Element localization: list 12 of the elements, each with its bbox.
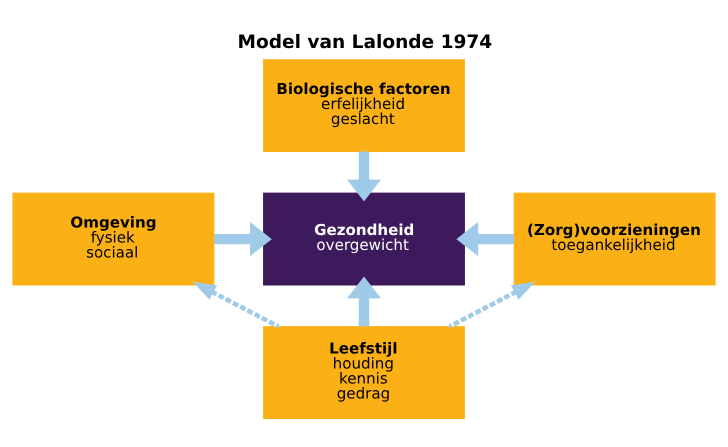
node-box: Leefstijl houding kennis gedrag bbox=[263, 326, 465, 418]
node-box: Omgeving fysiek sociaal bbox=[12, 192, 214, 285]
arrow bbox=[346, 151, 382, 201]
arrow bbox=[448, 281, 536, 328]
node-box: Gezondheid overgewicht bbox=[263, 192, 465, 285]
node-box: (Zorg)voorzieningen toegankelijkheid bbox=[514, 192, 716, 285]
arrow bbox=[456, 221, 514, 256]
diagram-title: Model van Lalonde 1974 bbox=[238, 31, 492, 52]
node-box: Biologische factoren erfelijkheid geslacht bbox=[263, 58, 465, 152]
arrow bbox=[192, 281, 280, 328]
arrow bbox=[346, 276, 382, 326]
arrow bbox=[214, 221, 272, 256]
